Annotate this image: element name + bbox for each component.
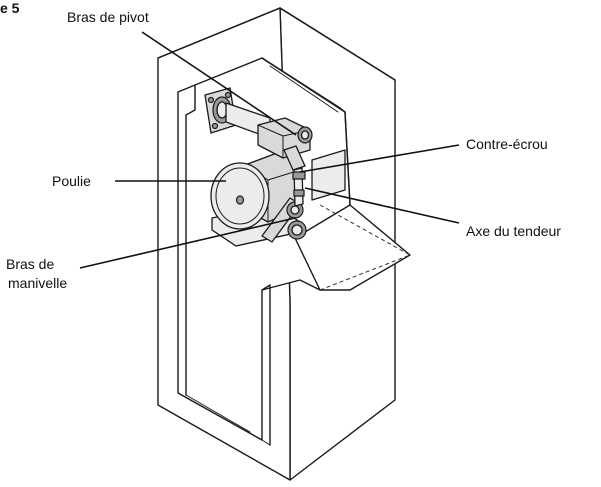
flange-bolt-3 bbox=[211, 122, 219, 130]
label-poulie: Poulie bbox=[52, 173, 91, 189]
leader-contre-ecrou bbox=[299, 144, 460, 173]
pulley-assembly bbox=[210, 149, 307, 247]
label-bras-de-manivelle-line1: Bras de bbox=[6, 256, 54, 272]
label-bras-de-manivelle-line2: manivelle bbox=[8, 275, 67, 291]
recess-inner-left-edge-2 bbox=[185, 394, 251, 433]
cabinet-top-edge bbox=[157, 7, 396, 81]
leader-bras-de-manivelle bbox=[79, 217, 296, 269]
pulley-rim bbox=[215, 167, 265, 225]
recess-right-wall bbox=[344, 111, 351, 206]
label-bras-de-pivot: Bras de pivot bbox=[67, 9, 149, 25]
pivot-drop-arm bbox=[283, 145, 306, 171]
leader-bras-de-pivot bbox=[141, 31, 297, 136]
cabinet-shelf bbox=[294, 204, 411, 291]
tensioner-assembly bbox=[292, 167, 306, 207]
pivot-assembly bbox=[204, 87, 313, 171]
recess-lower-edge bbox=[177, 392, 271, 446]
crank-bolt-mid-face bbox=[290, 205, 300, 215]
leader-lines bbox=[79, 31, 460, 269]
cabinet-housing bbox=[157, 7, 411, 481]
label-contre-ecrou: Contre-écrou bbox=[466, 136, 548, 152]
label-axe-du-tendeur: Axe du tendeur bbox=[466, 223, 561, 239]
recess-inner-right-edge bbox=[261, 284, 271, 446]
shelf-hidden-edge-2 bbox=[319, 254, 411, 291]
bracket-plate bbox=[311, 149, 346, 201]
shelf-hidden-edge bbox=[319, 204, 411, 256]
leader-axe-du-tendeur bbox=[304, 187, 460, 224]
figure-number: e 5 bbox=[0, 0, 20, 16]
recess-upper-lip bbox=[261, 57, 346, 113]
pulley-hub bbox=[235, 195, 245, 205]
flange-bolt-1 bbox=[207, 96, 215, 104]
pivot-end-bolt-face bbox=[300, 130, 310, 140]
lock-nut bbox=[292, 171, 306, 180]
recess-upper-lip-2 bbox=[269, 65, 339, 113]
crank-bolt-lower-face bbox=[291, 224, 303, 236]
tensioner-collar bbox=[293, 189, 305, 197]
flange-bolt-2 bbox=[224, 91, 232, 99]
recess-inner-left-edge bbox=[185, 84, 196, 396]
